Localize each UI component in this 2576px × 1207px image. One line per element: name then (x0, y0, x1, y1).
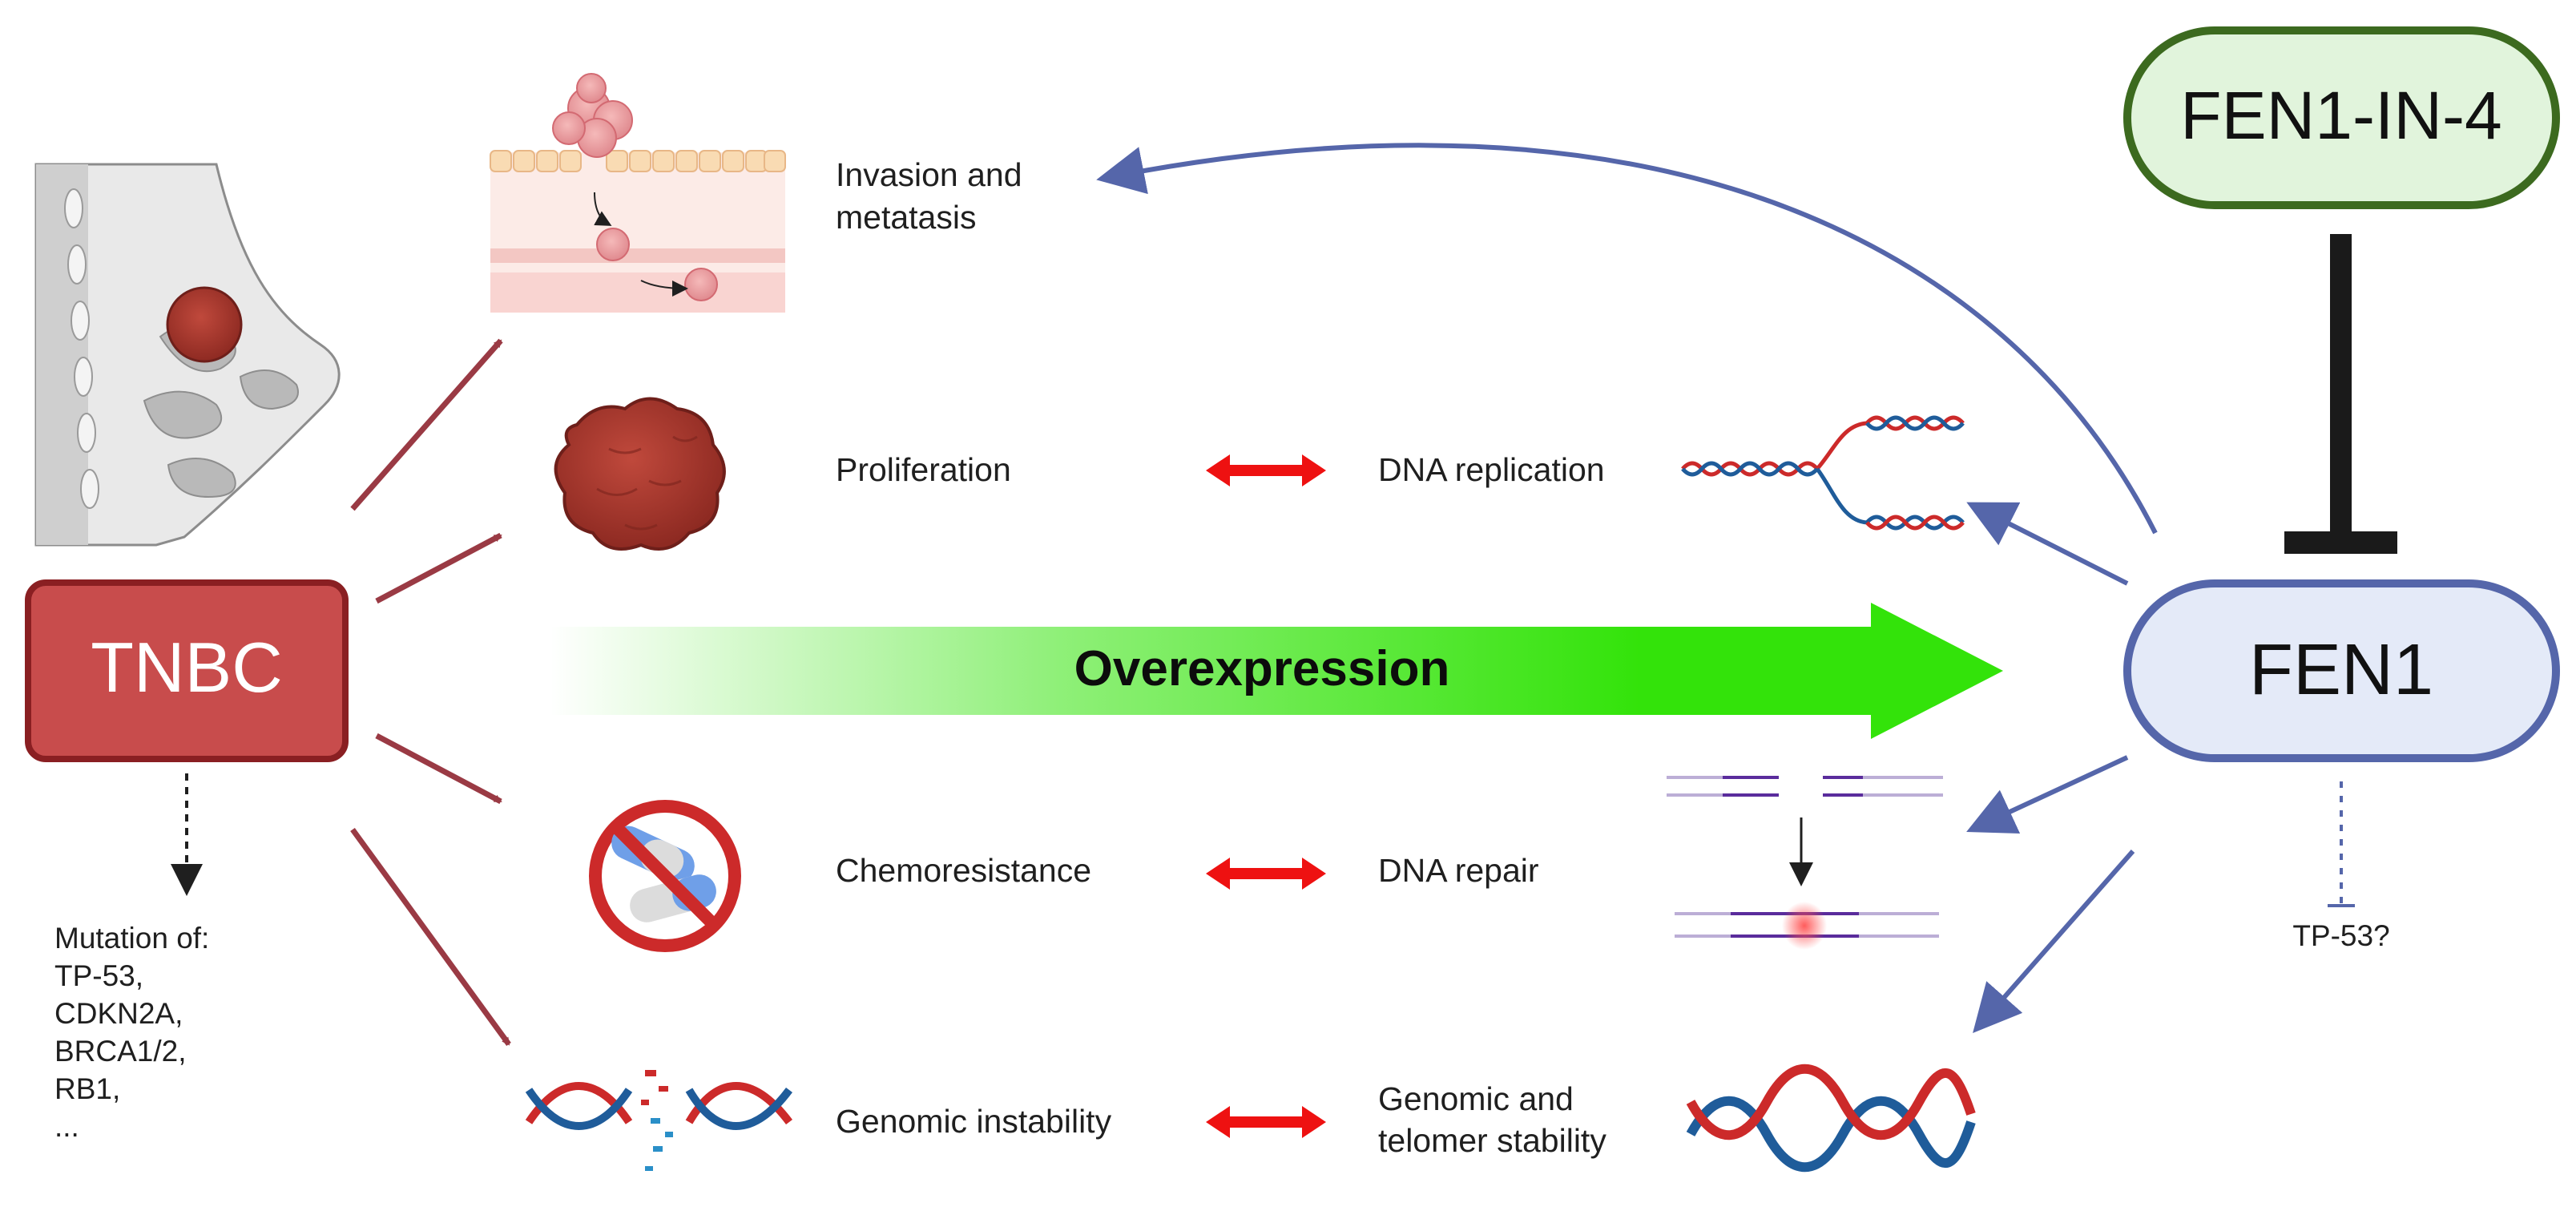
tnbc-box: TNBC (25, 579, 349, 762)
chemoresistance-label: Chemoresistance (836, 852, 1091, 889)
genomic-stability-label-line1: Genomic and (1378, 1080, 1574, 1117)
genomic-instability-label: Genomic instability (836, 1103, 1112, 1140)
mutation-item: CDKN2A, (54, 997, 183, 1030)
dna-helix-icon (1686, 1064, 1976, 1173)
dna-replication-label: DNA replication (1378, 451, 1605, 488)
tp53-dotted-inhibition (2328, 781, 2355, 907)
broken-dna-icon (525, 1070, 792, 1171)
mutation-item: ... (54, 1110, 79, 1143)
fen1-label: FEN1 (2249, 630, 2433, 710)
inhibition-bar (2284, 234, 2397, 554)
arrow-to-genomic-stability (1973, 850, 2135, 1034)
mutation-item: RB1, (54, 1072, 120, 1105)
genomic-stability-label-line2: telomer stability (1378, 1122, 1606, 1159)
double-arrows (1206, 454, 1326, 1138)
overexpression-label: Overexpression (1074, 641, 1450, 696)
arrow-to-dna-repair (1966, 755, 2129, 834)
tumor-icon (554, 397, 726, 551)
arrow-to-dna-replication (1966, 502, 2129, 586)
overexpression-arrow: Overexpression (550, 603, 2003, 739)
invasion-label-line2: metatasis (836, 199, 976, 236)
double-arrow-proliferation (1206, 454, 1326, 486)
double-arrow-genomic (1206, 1106, 1326, 1138)
arrow-to-genomic-instability (350, 827, 511, 1047)
no-drug-icon (589, 800, 741, 952)
fen1-in-4-label: FEN1-IN-4 (2180, 78, 2501, 153)
arrow-to-invasion (350, 338, 503, 511)
mutation-header: Mutation of: (54, 922, 209, 955)
tnbc-arrows (350, 338, 511, 1047)
fen1-box: FEN1 (2123, 579, 2560, 762)
invasion-label-line1: Invasion and (836, 156, 1022, 193)
tnbc-label: TNBC (91, 628, 283, 707)
mutation-item: BRCA1/2, (54, 1035, 187, 1068)
dna-repair-icon (1667, 776, 1943, 950)
breast-tumor-icon (166, 286, 243, 363)
arrow-to-chemoresistance (375, 733, 502, 805)
dna-repair-label: DNA repair (1378, 852, 1539, 889)
fen1-in-4-box: FEN1-IN-4 (2123, 26, 2560, 209)
invasion-illustration (490, 73, 786, 313)
proliferation-label: Proliferation (836, 451, 1011, 488)
tp53-label: TP-53? (2292, 919, 2389, 952)
mutation-item: TP-53, (54, 959, 143, 992)
breast-illustration (34, 163, 341, 547)
arrow-to-invasion (1096, 143, 2158, 535)
arrow-to-proliferation (375, 532, 502, 604)
fen1-arrows (1096, 143, 2158, 1034)
mutation-list: Mutation of: TP-53, CDKN2A, BRCA1/2, RB1… (54, 922, 209, 1143)
dna-replication-fork-icon (1681, 415, 1965, 531)
double-arrow-chemoresistance (1206, 858, 1326, 890)
